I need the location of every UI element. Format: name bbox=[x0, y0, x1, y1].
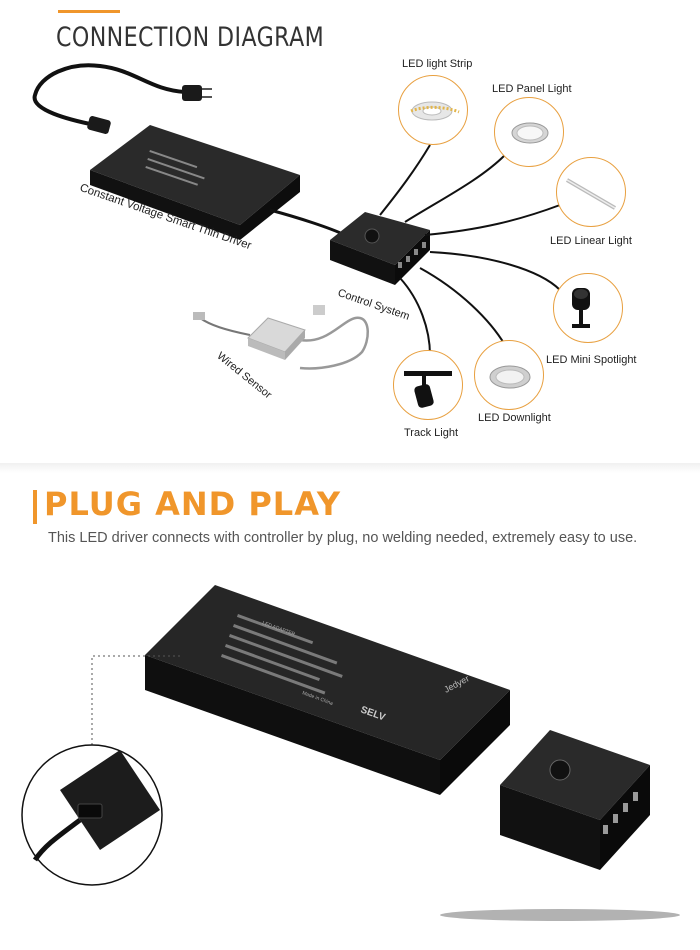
wired-sensor bbox=[193, 305, 369, 370]
connection-diagram bbox=[32, 63, 561, 370]
led-mini-spotlight-label: LED Mini Spotlight bbox=[546, 354, 637, 366]
led-linear-circle bbox=[556, 157, 626, 227]
led-panel-circle bbox=[494, 97, 564, 167]
output-cables bbox=[379, 144, 561, 356]
sensor-plug-left bbox=[193, 312, 205, 320]
ground-shadow bbox=[440, 909, 680, 921]
led-strip-icon bbox=[410, 101, 460, 121]
product-illustration: Jedyer SELV Made in China LED ADAPTER bbox=[21, 585, 680, 921]
led-downlight-circle bbox=[474, 340, 544, 410]
track-light-circle bbox=[393, 350, 463, 420]
led-light-strip-label: LED light Strip bbox=[402, 58, 473, 70]
zoom-detail-circle bbox=[21, 744, 163, 886]
led-linear-icon bbox=[565, 178, 617, 210]
sensor-plug-right bbox=[313, 305, 325, 315]
led-downlight-label: LED Downlight bbox=[478, 412, 551, 424]
plug-and-play-title: PLUG AND PLAY bbox=[44, 485, 342, 523]
control-box bbox=[330, 212, 430, 285]
connection-diagram-title: CONNECTION DIAGRAM bbox=[56, 22, 325, 53]
control-box-large bbox=[500, 730, 650, 870]
plug-and-play-subtitle: This LED driver connects with controller… bbox=[48, 530, 638, 546]
plug-play-accent-bar bbox=[33, 490, 37, 524]
title-accent-bar bbox=[58, 10, 120, 13]
driver-cable bbox=[269, 208, 346, 237]
power-plug-icon bbox=[182, 85, 212, 101]
led-linear-light-label: LED Linear Light bbox=[550, 235, 632, 247]
led-strip-circle bbox=[398, 75, 468, 145]
mini-spotlight-icon bbox=[572, 288, 590, 328]
track-light-label: Track Light bbox=[404, 427, 459, 439]
power-cord bbox=[32, 63, 186, 127]
downlight-icon bbox=[489, 365, 531, 389]
led-spotlight-circle bbox=[553, 273, 623, 343]
section-divider bbox=[0, 463, 700, 473]
led-panel-light-label: LED Panel Light bbox=[492, 83, 572, 95]
driver-device bbox=[90, 125, 300, 240]
zoom-callout-line bbox=[91, 655, 180, 750]
power-connector bbox=[87, 116, 111, 134]
driver-large bbox=[145, 585, 510, 795]
led-panel-icon bbox=[511, 122, 549, 144]
track-light-icon bbox=[404, 371, 452, 408]
